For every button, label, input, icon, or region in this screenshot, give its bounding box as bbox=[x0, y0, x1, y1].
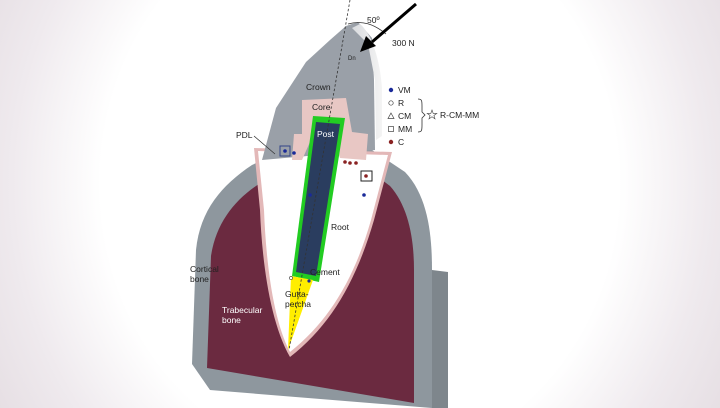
legend-star-symbol bbox=[426, 109, 438, 120]
trabecular-bone-label-1: Trabecular bbox=[222, 305, 262, 315]
vm-point bbox=[362, 193, 366, 197]
legend-mm-label: MM bbox=[398, 124, 412, 134]
legend-vm-symbol bbox=[388, 87, 394, 93]
vm-point bbox=[307, 279, 311, 283]
pdl-marker-box bbox=[279, 145, 291, 157]
pdl-leader-line bbox=[253, 135, 276, 155]
cortical-bone-label-2: bone bbox=[190, 274, 209, 284]
legend: VM R CM MM C R-CM-MM bbox=[387, 85, 479, 147]
post-label: Post bbox=[317, 129, 335, 139]
c-point bbox=[343, 160, 347, 164]
dn-label: Dn bbox=[348, 56, 356, 62]
vm-point bbox=[308, 193, 312, 197]
legend-cm-symbol bbox=[387, 112, 395, 119]
bone-side-face bbox=[432, 270, 448, 408]
gutta-percha-label-1: Gutta- bbox=[285, 289, 309, 299]
force-arrow-shaft bbox=[371, 2, 417, 44]
legend-group-label: R-CM-MM bbox=[440, 110, 479, 120]
r-point bbox=[289, 276, 293, 280]
c-point bbox=[354, 161, 358, 165]
trabecular-bone-label-2: bone bbox=[222, 315, 241, 325]
legend-mm-symbol bbox=[388, 126, 394, 132]
gutta-percha bbox=[288, 276, 313, 350]
cortical-bone-label-1: Cortical bbox=[190, 264, 219, 274]
pdl-label: PDL bbox=[236, 130, 253, 140]
angle-label: 50º bbox=[367, 15, 380, 25]
force-label: 300 N bbox=[392, 38, 415, 48]
legend-r-label: R bbox=[398, 98, 404, 108]
vm-point bbox=[283, 149, 287, 153]
enamel-highlight bbox=[352, 24, 382, 140]
legend-cm-label: CM bbox=[398, 111, 411, 121]
c-point bbox=[364, 174, 368, 178]
legend-brace bbox=[417, 98, 426, 133]
vm-point bbox=[292, 151, 296, 155]
force-arrow-head bbox=[360, 36, 376, 52]
post bbox=[296, 122, 340, 276]
legend-c-label: C bbox=[398, 137, 404, 147]
c-point bbox=[348, 161, 352, 165]
legend-r-symbol bbox=[388, 100, 394, 106]
legend-c-symbol bbox=[388, 139, 394, 145]
gutta-percha-label-2: percha bbox=[285, 299, 311, 309]
legend-vm-label: VM bbox=[398, 85, 411, 95]
root-label: Root bbox=[331, 222, 350, 232]
core-label: Core bbox=[312, 102, 331, 112]
axis-dashed-line bbox=[288, 0, 351, 351]
cement-label: Cement bbox=[310, 267, 340, 277]
crown-label: Crown bbox=[306, 82, 331, 92]
